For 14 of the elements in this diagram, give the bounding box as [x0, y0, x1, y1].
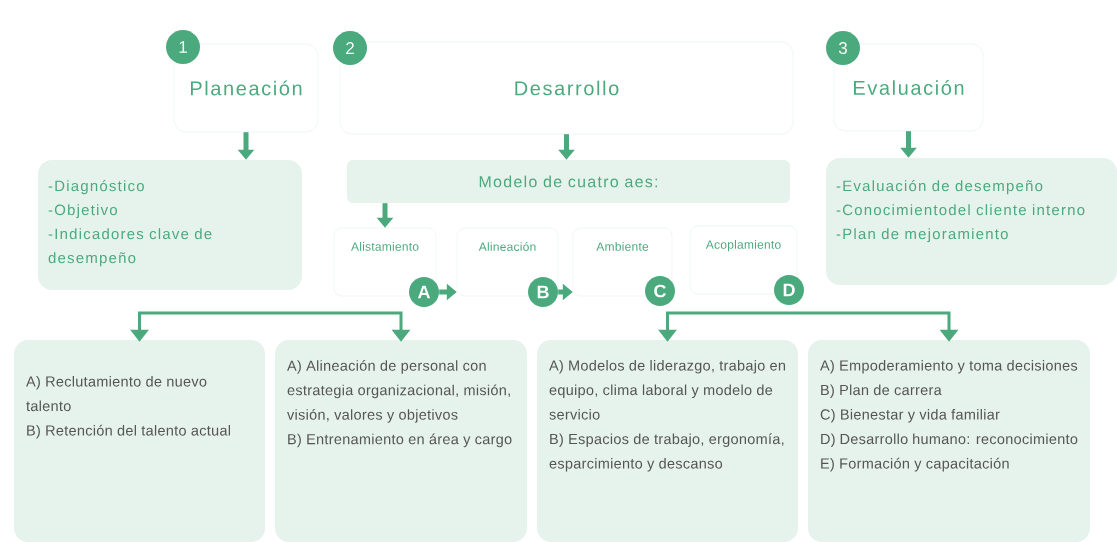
content-box: A) Modelos de liderazgo, trabajo en equipo, clima laboral y modelo de servicio B) Espacios de trabajo, ergonomía, esparcimiento y descanso	[537, 340, 798, 542]
letter-badge: D	[774, 275, 804, 305]
letter-badge: B	[528, 277, 558, 307]
content-box: A) Empoderamiento y toma decisiones B) Plan de carrera C) Bienestar y vida familiar D) Desarrollo humano: reconocimiento E) Formación y capacitación	[808, 340, 1090, 542]
letter-badge: A	[409, 277, 439, 307]
detail-box: -Evaluación de desempeño -Conocimientodel cliente interno -Plan de mejoramiento	[826, 158, 1117, 285]
number-badge: 3	[826, 31, 860, 65]
number-badge: 2	[333, 31, 367, 65]
detail-box: -Diagnóstico -Objetivo -Indicadores clave de desempeño	[38, 160, 302, 290]
model-banner: Modelo de cuatro aes:	[347, 160, 790, 203]
letter-badge: C	[645, 276, 675, 306]
content-box: A) Reclutamiento de nuevo talento B) Retención del talento actual	[14, 340, 265, 542]
content-box: A) Alineación de personal con estrategia organizacional, misión, visión, valores y objetivos B) Entrenamiento en área y cargo	[275, 340, 527, 542]
number-badge: 1	[166, 30, 200, 64]
